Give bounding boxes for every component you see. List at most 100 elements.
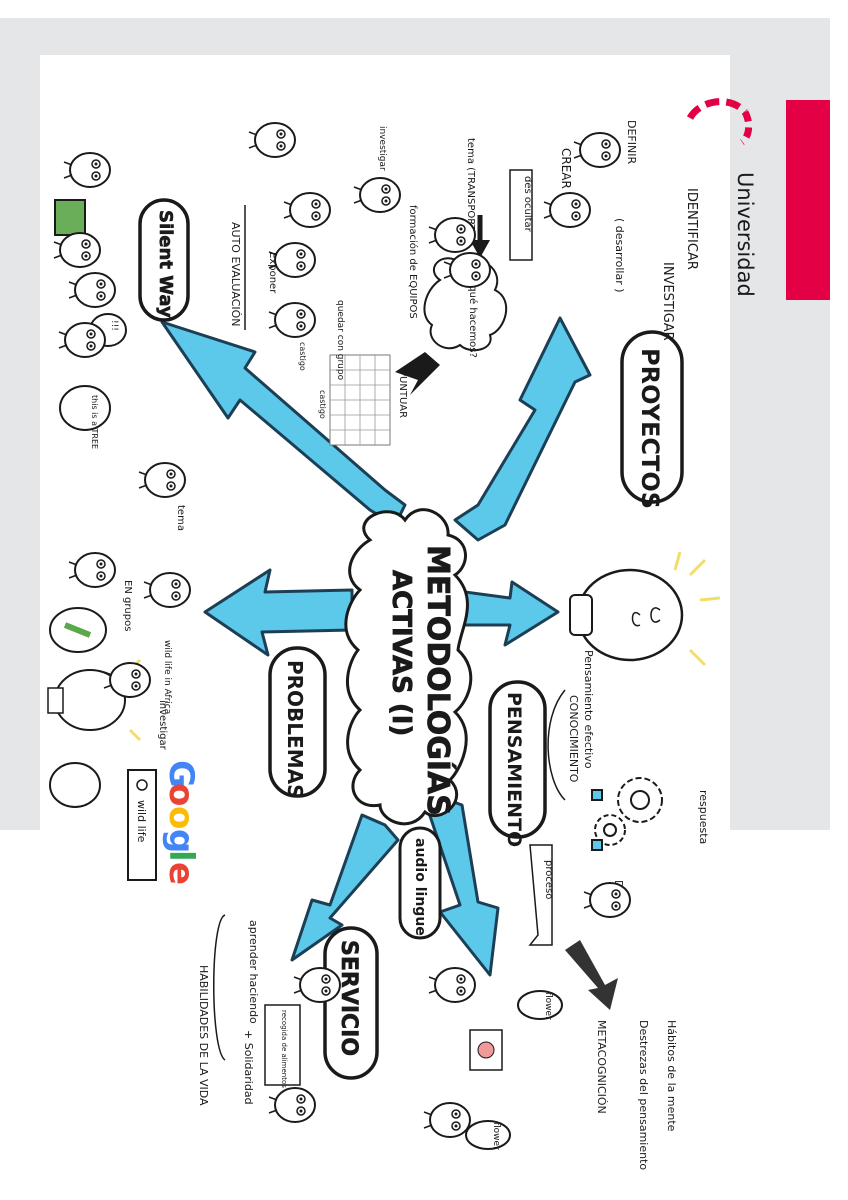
university-logo: Universidad bbox=[686, 98, 757, 297]
svg-text:this is a TREE: this is a TREE bbox=[90, 395, 99, 449]
arrows bbox=[160, 316, 592, 977]
google-letter-g: G bbox=[161, 760, 201, 788]
svg-text:flower: flower bbox=[543, 992, 553, 1020]
svg-text:respuesta: respuesta bbox=[697, 790, 710, 844]
arrow-servicio bbox=[290, 813, 400, 962]
svg-text:quedar con grupo: quedar con grupo bbox=[335, 300, 345, 381]
owl-character-doodle bbox=[248, 122, 296, 158]
node-audio-lingue: audio lingue bbox=[398, 826, 442, 940]
center-subtitle: ACTIVAS (I) bbox=[386, 570, 416, 736]
audio-lingue-detail: flower flower bbox=[465, 990, 563, 1150]
proceso-ribbon: proceso bbox=[528, 844, 554, 946]
des-ocultar-ribbon: des ocultar bbox=[509, 169, 533, 261]
svg-text:HABILIDADES DE LA VIDA: HABILIDADES DE LA VIDA bbox=[197, 965, 210, 1106]
svg-text:castigo: castigo bbox=[318, 390, 327, 419]
owl-character-doodle bbox=[268, 302, 316, 338]
owl-character-doodle bbox=[68, 272, 116, 308]
speech-bubble-tree bbox=[59, 385, 111, 431]
brand-name: Universidad bbox=[733, 172, 757, 297]
arrow-silent-way bbox=[160, 320, 407, 527]
servicio-detail: aprender haciendo HABILIDADES DE LA VIDA… bbox=[197, 914, 301, 1106]
node-pensamiento: PENSAMIENTO bbox=[488, 680, 547, 847]
svg-text:Pensamiento efectivo: Pensamiento efectivo bbox=[582, 650, 595, 769]
owl-character-doodle bbox=[428, 967, 476, 1003]
food-box: recogida de alimentos bbox=[264, 1004, 301, 1088]
node-problemas: PROBLEMAS bbox=[268, 646, 327, 799]
svg-text:investigar: investigar bbox=[377, 126, 387, 171]
google-letter-l: l bbox=[161, 850, 201, 862]
svg-text:IDENTIFICAR: IDENTIFICAR bbox=[684, 188, 699, 270]
google-search-box: wild life bbox=[127, 769, 157, 881]
svg-text:CREAR: CREAR bbox=[559, 148, 573, 189]
small-bulb-icon bbox=[47, 658, 142, 742]
google-letter-o: o bbox=[161, 806, 201, 829]
arrow-proyectos bbox=[453, 316, 592, 542]
owl-character-doodle bbox=[283, 192, 331, 228]
svg-text:recogida de alimentos: recogida de alimentos bbox=[280, 1010, 288, 1088]
google-letter-e: e bbox=[161, 862, 201, 885]
svg-text:des ocultar: des ocultar bbox=[522, 176, 533, 233]
node-servicio: SERVICIO bbox=[323, 926, 379, 1080]
brand-bar bbox=[786, 100, 830, 300]
svg-text:Hábitos de la mente: Hábitos de la mente bbox=[665, 1020, 678, 1132]
owl-character-doodle bbox=[293, 967, 341, 1003]
owl-character-doodle bbox=[573, 132, 621, 168]
character-doodles bbox=[53, 122, 631, 1138]
owl-character-doodle bbox=[268, 1087, 316, 1123]
svg-text:tema: tema bbox=[175, 505, 186, 531]
lightbulb-icon bbox=[569, 551, 721, 667]
svg-text:castigo: castigo bbox=[298, 342, 307, 371]
owl-character-doodle bbox=[68, 552, 116, 588]
svg-text:formación de EQUIPOS: formación de EQUIPOS bbox=[407, 205, 419, 319]
svg-text:DEFINIR: DEFINIR bbox=[625, 120, 638, 164]
svg-text:Destrezas del pensamiento: Destrezas del pensamiento bbox=[637, 1020, 650, 1170]
svg-text:aprender haciendo: aprender haciendo bbox=[247, 920, 260, 1024]
node-proyectos: PROYECTOS bbox=[620, 330, 684, 509]
svg-text:Exponer: Exponer bbox=[267, 252, 278, 294]
owl-character-doodle bbox=[543, 192, 591, 228]
svg-text:Silent Way: Silent Way bbox=[155, 210, 176, 318]
owl-character-doodle bbox=[423, 1102, 471, 1138]
puntuar-grid bbox=[329, 354, 391, 446]
svg-text:+ Solidaridad: + Solidaridad bbox=[242, 1030, 255, 1105]
center-node: METODOLOGÍAS ACTIVAS (I) bbox=[344, 508, 473, 826]
gears-icon bbox=[591, 777, 663, 851]
owl-character-doodle bbox=[63, 152, 111, 188]
problemas-detail: G o o g l e wild life EN grupos wild lif… bbox=[47, 505, 201, 885]
svg-text:tema (TRANSPORT): tema (TRANSPORT) bbox=[465, 138, 476, 235]
owl-character-doodle bbox=[353, 177, 401, 213]
svg-text:INVESTIGAR: INVESTIGAR bbox=[660, 262, 675, 341]
svg-text:investigar: investigar bbox=[157, 700, 168, 751]
google-letter-o: o bbox=[161, 783, 201, 806]
owl-character-doodle bbox=[58, 322, 106, 358]
search-query: wild life bbox=[135, 800, 148, 843]
owl-character-doodle bbox=[443, 252, 491, 288]
owl-character-doodle bbox=[428, 217, 476, 253]
tree-picture bbox=[54, 199, 86, 236]
svg-text:CONOCIMIENTO: CONOCIMIENTO bbox=[567, 695, 580, 783]
owl-character-doodle bbox=[103, 662, 151, 698]
svg-text:EN grupos: EN grupos bbox=[122, 580, 133, 631]
svg-text:PROBLEMAS: PROBLEMAS bbox=[283, 660, 307, 799]
center-title: METODOLOGÍAS bbox=[420, 545, 456, 816]
search-icon bbox=[136, 779, 148, 791]
svg-text:!!!: !!! bbox=[109, 320, 119, 331]
owl-character-doodle bbox=[583, 882, 631, 918]
google-letter-g: g bbox=[161, 829, 201, 853]
svg-text:AUTO EVALUACIÓN: AUTO EVALUACIÓN bbox=[229, 222, 242, 327]
svg-text:audio lingue: audio lingue bbox=[412, 838, 428, 936]
owl-character-doodle bbox=[53, 232, 101, 268]
arrow-problemas bbox=[203, 568, 354, 657]
svg-text:( desarrollar ): ( desarrollar ) bbox=[613, 218, 626, 293]
owl-character-doodle bbox=[138, 462, 186, 498]
owl-character-doodle bbox=[268, 242, 316, 278]
svg-text:PROYECTOS: PROYECTOS bbox=[636, 348, 664, 509]
owl-character-doodle bbox=[143, 572, 191, 608]
svg-text:SERVICIO: SERVICIO bbox=[336, 940, 361, 1056]
svg-text:wild life in Africa: wild life in Africa bbox=[162, 640, 172, 714]
svg-text:PUNTUAR: PUNTUAR bbox=[397, 370, 408, 418]
svg-text:¿qué hacemos?: ¿qué hacemos? bbox=[467, 280, 479, 358]
svg-text:METACOGNICIÓN: METACOGNICIÓN bbox=[595, 1020, 608, 1114]
